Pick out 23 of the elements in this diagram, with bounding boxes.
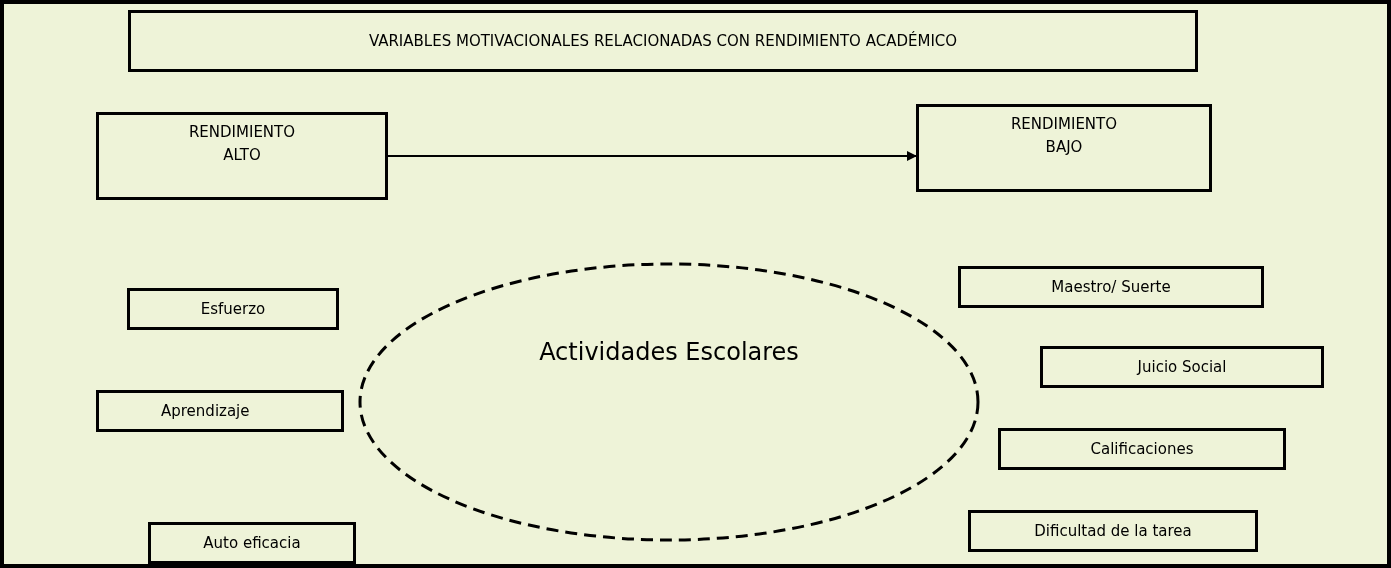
factor-box xyxy=(96,390,344,432)
title-box xyxy=(128,10,1198,72)
node-label: Auto eficacia xyxy=(203,534,301,552)
node-label: RENDIMIENTO ALTO xyxy=(187,122,297,166)
node-label: Aprendizaje xyxy=(161,402,250,420)
node-label: RENDIMIENTO BAJO xyxy=(1009,114,1119,158)
factor-box xyxy=(998,428,1286,470)
node-label: Maestro/ Suerte xyxy=(1051,278,1171,296)
arrow xyxy=(387,151,917,161)
node-label: Juicio Social xyxy=(1137,358,1227,376)
node-label: Esfuerzo xyxy=(200,300,266,318)
process-box xyxy=(96,112,388,200)
factor-box xyxy=(148,522,356,564)
factor-box xyxy=(127,288,339,330)
node-label: Dificultad de la tarea xyxy=(1034,522,1192,540)
node-label: Actividades Escolares xyxy=(539,338,799,366)
factor-box xyxy=(1040,346,1324,388)
process-box xyxy=(916,104,1212,192)
heading-label: VARIABLES MOTIVACIONALES RELACIONADAS CON RENDIMIENTO ACADÉMICO xyxy=(368,32,958,50)
node-label: Calificaciones xyxy=(1090,440,1194,458)
factor-box xyxy=(958,266,1264,308)
activity-ellipse xyxy=(358,262,980,542)
factor-box xyxy=(968,510,1258,552)
